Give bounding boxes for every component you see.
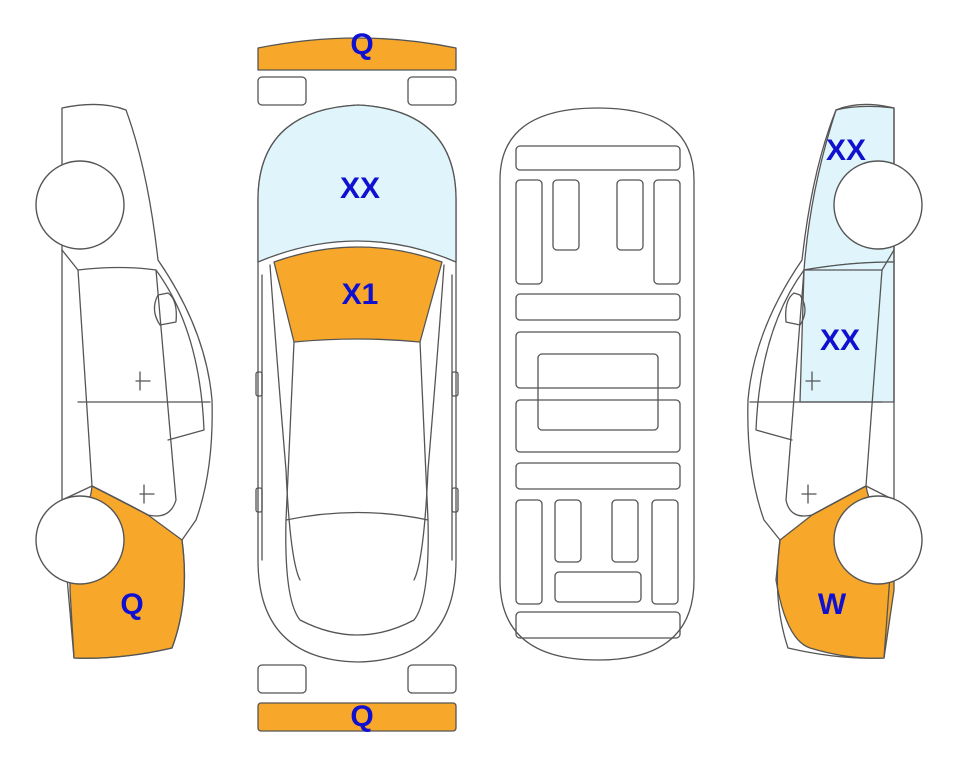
windshield-label: XX — [340, 172, 380, 205]
underside-body — [499, 107, 695, 661]
right-rear-door-label: XX — [820, 324, 860, 357]
right-rear-wheel — [833, 160, 923, 250]
rear-right-light-part — [407, 664, 457, 694]
right-side-body — [747, 103, 895, 659]
left-side-view: Q — [35, 103, 213, 659]
hood-part[interactable] — [273, 246, 443, 343]
hood-label: X1 — [342, 278, 379, 311]
front-bumper-part[interactable] — [257, 37, 457, 71]
front-left-mirror-part — [257, 76, 307, 106]
rear-bumper-part[interactable] — [257, 702, 457, 732]
right-side-view: XX XX W — [747, 103, 923, 659]
windshield-part[interactable] — [257, 104, 457, 263]
left-front-wheel — [35, 160, 125, 250]
left-rear-wheel — [35, 495, 125, 585]
left-side-body — [61, 103, 213, 659]
right-front-fender-label: W — [818, 588, 847, 621]
right-front-wheel — [833, 495, 923, 585]
right-rear-quarter-label: XX — [826, 134, 866, 167]
front-right-mirror-part — [407, 76, 457, 106]
rear-left-light-part — [257, 664, 307, 694]
left-fender-label: Q — [120, 588, 143, 621]
rear-bumper-label: Q — [350, 700, 373, 733]
front-bumper-label: Q — [350, 28, 373, 61]
underside-view — [499, 107, 695, 661]
top-view: Q XX X1 Q — [255, 28, 459, 733]
